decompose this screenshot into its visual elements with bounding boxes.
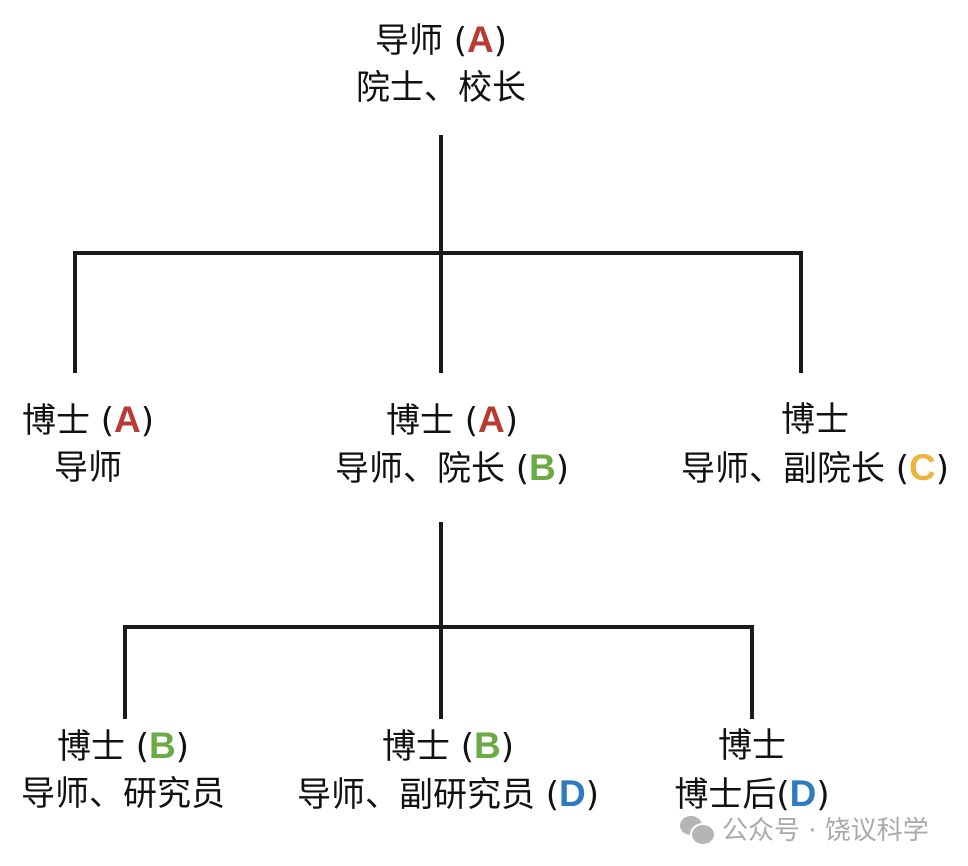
node-root: 导师 (A)院士、校长: [356, 16, 526, 112]
node-title: 博士: [674, 722, 829, 770]
node-title: 导师 (A): [356, 16, 526, 64]
connector: [73, 251, 803, 255]
grade-badge: A: [114, 399, 141, 440]
node-text: 导师、研究员: [21, 774, 225, 814]
grade-badge: A: [467, 19, 494, 60]
node-subtitle: 导师、副院长 (C): [681, 444, 949, 492]
node-text: 博士 (: [56, 727, 150, 767]
node-text: 博士 (: [381, 727, 475, 767]
node-title: 博士 (B): [21, 722, 225, 770]
connector: [799, 251, 803, 373]
node-text: 博士 (: [21, 401, 115, 441]
node-text: 导师、院长 (: [334, 449, 530, 489]
grade-badge: C: [909, 447, 936, 488]
node-text: ): [504, 401, 519, 441]
connector: [123, 625, 127, 719]
node-subtitle: 导师、研究员: [21, 770, 225, 818]
node-subtitle: 导师、副研究员 (D): [297, 770, 599, 818]
grade-badge: B: [149, 725, 176, 766]
node-text: ): [816, 775, 830, 815]
node-text: 院士、校长: [356, 68, 526, 108]
node-subtitle: 导师、院长 (B): [335, 444, 569, 492]
node-title: 博士 (A): [335, 396, 569, 444]
connector: [750, 625, 754, 719]
node-phd-3: 博士导师、副院长 (C): [681, 396, 949, 492]
node-phd-6: 博士博士后(D): [674, 722, 829, 818]
connector: [439, 625, 443, 719]
connector: [439, 522, 443, 629]
node-text: 导师、副研究员 (: [296, 775, 560, 815]
node-text: 博士: [780, 400, 849, 440]
grade-badge: D: [559, 773, 586, 814]
node-subtitle: 院士、校长: [356, 64, 526, 112]
connector: [123, 625, 754, 629]
node-text: 博士后(: [674, 775, 790, 815]
node-text: 导师 (: [374, 21, 468, 61]
grade-badge: A: [478, 399, 505, 440]
grade-badge: B: [529, 447, 556, 488]
node-text: ): [585, 775, 600, 815]
node-text: ): [493, 21, 508, 61]
node-text: 导师: [53, 448, 122, 488]
node-text: ): [555, 449, 570, 489]
node-text: 导师、副院长 (: [680, 449, 910, 489]
node-phd-2: 博士 (A)导师、院长 (B): [335, 396, 569, 492]
node-text: ): [140, 401, 155, 441]
connector: [73, 251, 77, 373]
node-phd-5: 博士 (B)导师、副研究员 (D): [297, 722, 599, 818]
wechat-icon: [680, 814, 716, 846]
node-text: 博士 (: [385, 401, 479, 441]
node-subtitle: 博士后(D): [674, 770, 829, 818]
node-text: ): [935, 449, 950, 489]
node-subtitle: 导师: [22, 444, 154, 492]
watermark: 公众号 · 饶议科学: [680, 810, 929, 847]
connector: [439, 251, 443, 373]
watermark-text: 公众号 · 饶议科学: [722, 816, 929, 846]
node-title: 博士 (A): [22, 396, 154, 444]
node-phd-4: 博士 (B)导师、研究员: [21, 722, 225, 818]
node-text: 博士: [717, 726, 786, 766]
node-text: ): [175, 727, 190, 767]
node-title: 博士: [681, 396, 949, 444]
grade-badge: D: [789, 773, 817, 814]
node-title: 博士 (B): [297, 722, 599, 770]
node-phd-1: 博士 (A)导师: [22, 396, 154, 492]
node-text: ): [500, 727, 515, 767]
grade-badge: B: [474, 725, 501, 766]
connector: [439, 135, 443, 255]
